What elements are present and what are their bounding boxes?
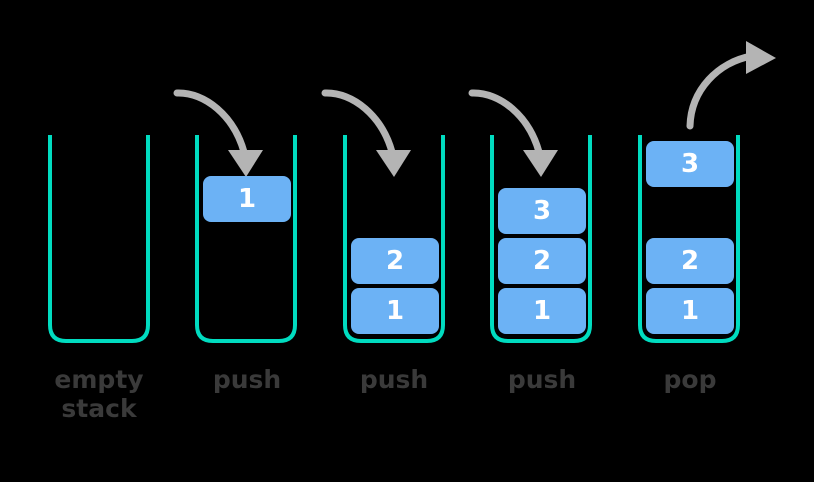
stack-block-pop-2 [646,238,734,284]
arrow-push-3 [468,89,558,177]
column-label-pop: pop [663,365,717,394]
stack-block-push-1-1 [203,176,291,222]
stack-block-pop-1 [646,288,734,334]
stack-container-empty-stack [48,135,150,343]
column-label-push-1: push [212,365,282,394]
column-label-empty-stack: empty stack [54,365,144,423]
column-label-push-2: push [359,365,429,394]
arrow-push-1 [173,89,263,177]
stack-block-push-2-2 [351,238,439,284]
stack-block-push-2-1 [351,288,439,334]
stack-container-pop [638,135,740,343]
stack-block-push-3-2 [498,238,586,284]
stack-block-push-3-3 [498,188,586,234]
stack-block-push-3-1 [498,288,586,334]
stack-container-push-2 [343,135,445,343]
arrow-pop [686,41,776,130]
stack-block-pop-3 [646,141,734,187]
stack-container-push-1 [195,135,297,343]
arrow-push-2 [321,89,411,177]
column-label-push-3: push [507,365,577,394]
stack-container-push-3 [490,135,592,343]
